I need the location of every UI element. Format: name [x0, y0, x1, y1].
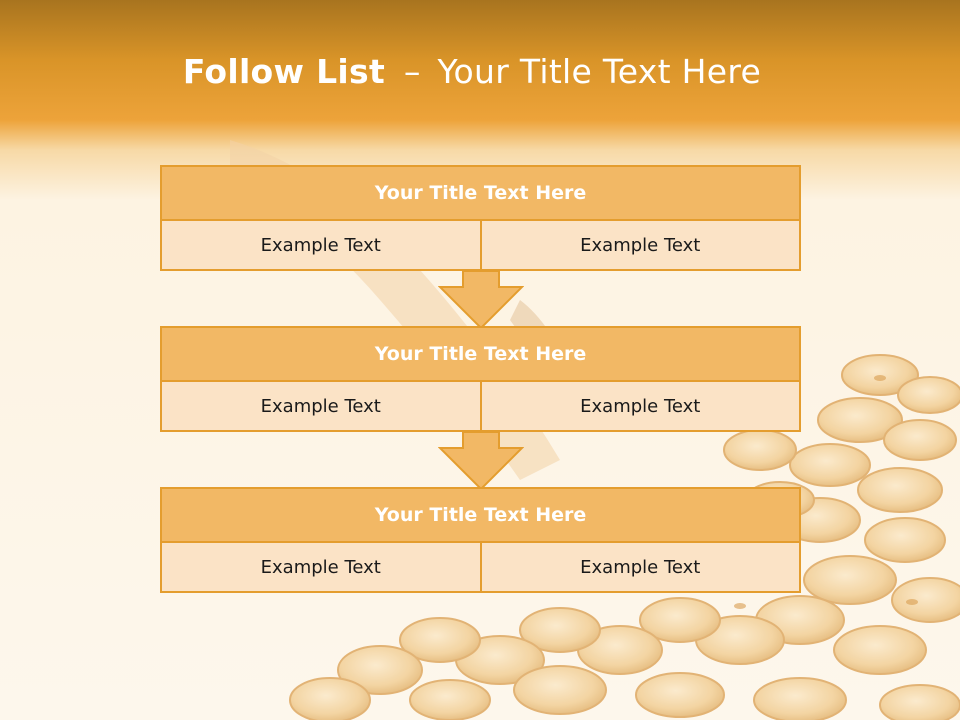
title-rest: Your Title Text Here — [437, 52, 762, 91]
step-cell-left: Example Text — [160, 543, 482, 593]
down-arrow-icon — [438, 270, 524, 330]
step-title: Your Title Text Here — [160, 165, 801, 221]
step-row: Example Text Example Text — [160, 543, 801, 593]
title-separator: – — [403, 52, 421, 91]
step-title: Your Title Text Here — [160, 487, 801, 543]
step-row: Example Text Example Text — [160, 382, 801, 432]
step-cell-left: Example Text — [160, 221, 482, 271]
step-title: Your Title Text Here — [160, 326, 801, 382]
down-arrow-icon — [438, 431, 524, 491]
slide-title: Follow List – Your Title Text Here — [0, 52, 944, 91]
step-box-2: Your Title Text Here Example Text Exampl… — [160, 326, 801, 432]
title-bold: Follow List — [182, 52, 386, 91]
step-row: Example Text Example Text — [160, 221, 801, 271]
step-box-3: Your Title Text Here Example Text Exampl… — [160, 487, 801, 593]
step-cell-left: Example Text — [160, 382, 482, 432]
step-box-1: Your Title Text Here Example Text Exampl… — [160, 165, 801, 271]
step-cell-right: Example Text — [481, 382, 801, 432]
step-cell-right: Example Text — [481, 221, 801, 271]
step-cell-right: Example Text — [481, 543, 801, 593]
